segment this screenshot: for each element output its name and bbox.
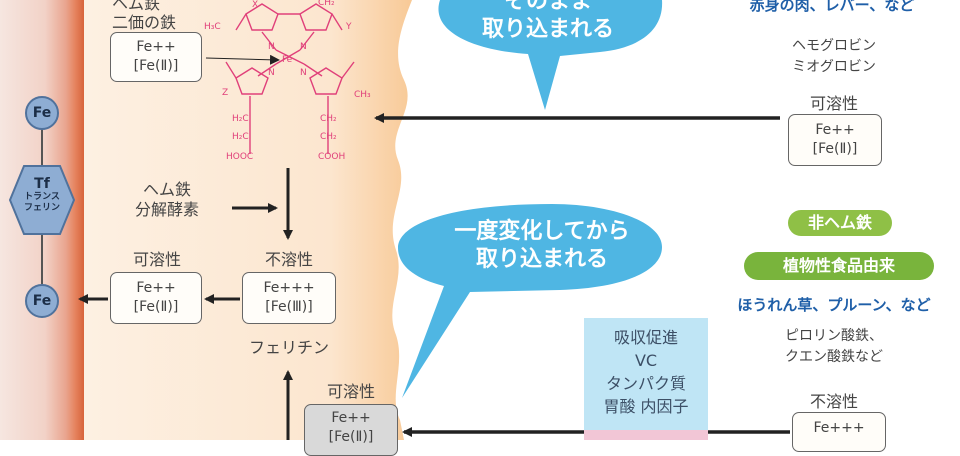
nonheme-solubility: 不溶性	[809, 392, 858, 411]
transferrin-abbr: Tf	[34, 176, 50, 192]
nonheme-source-box: Fe+++	[792, 412, 886, 452]
heme-label-ch2-2: CH₂	[320, 132, 337, 142]
heme-label-n2: N	[300, 42, 307, 52]
heme-oxygenase-line2: 分解酵素	[134, 200, 199, 219]
heme-proteins-line1: ヘモグロビン	[792, 38, 876, 54]
heme-oxygenase-label: ヘム鉄 分解酵素	[114, 180, 220, 220]
heme-foods: 赤身の肉、レバー、など	[749, 0, 915, 14]
promotion-line2: タンパク質	[605, 374, 686, 393]
nonheme-compounds-line2: クエン酸鉄など	[785, 349, 883, 365]
soluble-left-box: Fe++ [Fe(Ⅱ)]	[110, 272, 202, 324]
nonheme-foods: ほうれん草、プルーン、など	[737, 296, 931, 314]
heme-proteins-line2: ミオグロビン	[792, 59, 876, 75]
insoluble-mid-line1: Fe+++	[263, 280, 315, 296]
transferrin-hexagon	[8, 165, 76, 235]
heme-label-fe: Fe	[282, 55, 293, 65]
transferrin-label: Tf トランス フェリン	[10, 176, 74, 214]
heme-source-line1: Fe++	[815, 122, 855, 138]
soluble-left-line1: Fe++	[136, 280, 176, 296]
heme-oxygenase-line1: ヘム鉄	[142, 180, 191, 199]
nonheme-compounds-line1: ピロリン酸鉄、	[785, 328, 883, 344]
bubble-mid-text: 一度変化してから 取り込まれる	[430, 218, 654, 274]
heme-fe2-box: Fe++ [Fe(Ⅱ)]	[110, 32, 202, 82]
promotion-box-bottom-strip	[584, 430, 708, 440]
bubble-top-line2: 取り込まれる	[481, 17, 614, 42]
heme-fe-pointer	[205, 54, 280, 65]
nonheme-title-pill: 非ヘム鉄	[788, 210, 892, 236]
heme-label-h2c-2: H₂C	[232, 132, 249, 142]
blood-fe-bottom: Fe	[25, 284, 59, 318]
divalent-iron-label: 二価の鉄	[112, 13, 177, 32]
transferrin-line2: フェリン	[23, 203, 60, 213]
nonheme-compounds: ピロリン酸鉄、 クエン酸鉄など	[764, 326, 904, 368]
heme-label-n4: N	[300, 68, 307, 78]
heme-source-box: Fe++ [Fe(Ⅱ)]	[788, 114, 882, 166]
ferritin-label: フェリチン	[248, 338, 329, 357]
speech-bubble-middle	[398, 204, 662, 398]
heme-fe2-line2: [Fe(Ⅱ)]	[133, 58, 179, 74]
soluble-left-line2: [Fe(Ⅱ)]	[133, 299, 179, 315]
heme-fe2-line1: Fe++	[136, 39, 176, 55]
promotion-line1: VC	[634, 351, 658, 370]
diagram-canvas	[8, 0, 790, 440]
bubble-top-text: そのまま 取り込まれる	[448, 0, 648, 44]
insoluble-mid-line2: [Fe(Ⅲ)]	[265, 299, 313, 315]
intestinal-cell	[84, 0, 412, 440]
absorption-promotion-box: 吸収促進 VC タンパク質 胃酸 内因子	[584, 318, 708, 440]
insoluble-mid-box: Fe+++ [Fe(Ⅲ)]	[242, 272, 336, 324]
heme-label-h3c: H₃C	[204, 22, 221, 32]
heme-label-n1: N	[268, 42, 275, 52]
heme-structure	[225, 3, 355, 154]
heme-source-line2: [Fe(Ⅱ)]	[812, 141, 858, 157]
soluble-bottom-line2: [Fe(Ⅱ)]	[328, 429, 374, 445]
soluble-bottom-line1: Fe++	[331, 410, 371, 426]
heme-label-hooc: HOOC	[226, 152, 254, 162]
speech-bubble-top	[438, 0, 663, 110]
heme-source-solubility: 可溶性	[809, 94, 858, 113]
heme-label-ch2-1: CH₂	[320, 114, 337, 124]
heme-label-x: X	[252, 0, 259, 10]
bubble-top-line1: そのまま	[503, 0, 592, 14]
transferrin-line1: トランス	[24, 192, 60, 202]
soluble-bottom-label: 可溶性	[326, 382, 375, 401]
heme-label-cooh: COOH	[318, 152, 346, 162]
heme-label-n3: N	[268, 68, 275, 78]
plant-origin-pill: 植物性食品由来	[744, 252, 934, 280]
bubble-mid-line1: 一度変化してから	[454, 219, 630, 244]
promotion-title: 吸収促進	[613, 328, 678, 347]
heme-label-z: Z	[222, 88, 229, 98]
blood-fe-top: Fe	[25, 96, 59, 130]
heme-label-ch2-top: CH₂	[318, 0, 335, 8]
heme-label-h2c-1: H₂C	[232, 114, 249, 124]
heme-label-ch3: CH₃	[354, 90, 371, 100]
heme-label-y: Y	[346, 22, 352, 32]
soluble-bottom-box: Fe++ [Fe(Ⅱ)]	[304, 404, 398, 456]
nonheme-source-line1: Fe+++	[813, 420, 865, 436]
heme-iron-label: ヘム鉄	[112, 0, 161, 13]
soluble-left-label: 可溶性	[132, 250, 181, 269]
heme-proteins: ヘモグロビン ミオグロビン	[772, 36, 896, 78]
promotion-line3: 胃酸 内因子	[603, 397, 689, 416]
bubble-mid-line2: 取り込まれる	[475, 247, 608, 272]
insoluble-mid-label: 不溶性	[264, 250, 313, 269]
